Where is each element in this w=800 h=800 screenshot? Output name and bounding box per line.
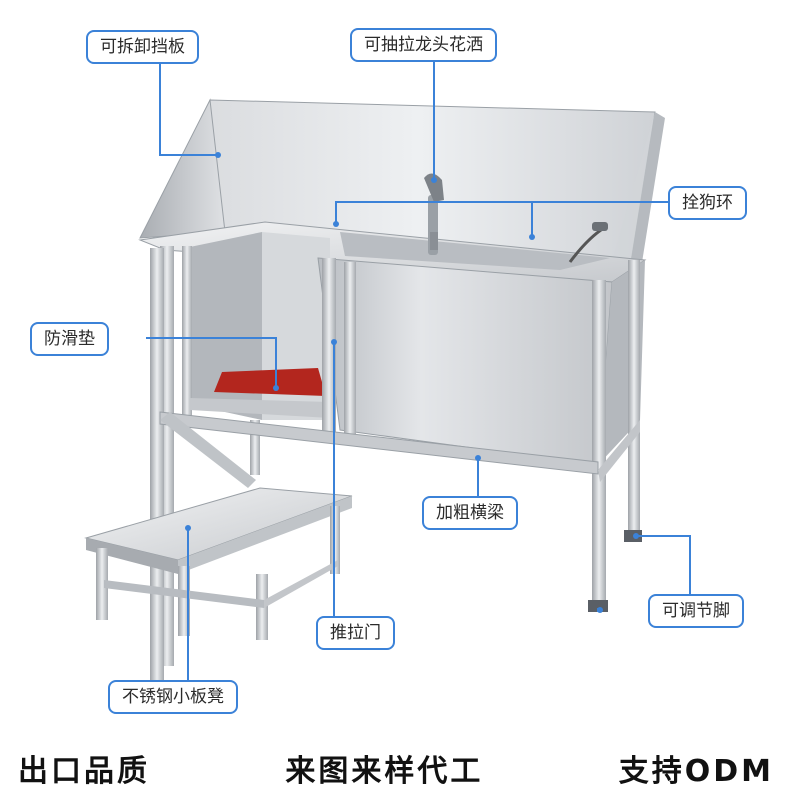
- front-right-leg: [592, 280, 606, 610]
- callout-sliding-door: 推拉门: [316, 616, 395, 650]
- front-left-leg: [150, 248, 164, 690]
- leader-anti-slip-mat: [146, 337, 277, 386]
- footer-slogan-bar: 出口品质 来图来样代工 支持ODM: [0, 736, 800, 800]
- callout-anti-slip-mat: 防滑垫: [30, 322, 109, 356]
- callout-removable-panel: 可拆卸挡板: [86, 30, 199, 64]
- slogan-odm-support: 支持ODM: [618, 754, 774, 789]
- callout-dog-tie-ring: 拴狗环: [668, 186, 747, 220]
- anti-slip-mat-shape: [214, 368, 326, 396]
- stainless-stool-shape: [84, 487, 353, 640]
- callout-stainless-stool: 不锈钢小板凳: [108, 680, 238, 714]
- slogan-custom-oem: 来图来样代工: [285, 754, 484, 789]
- leader-removable-panel: [159, 62, 218, 156]
- leader-dog-tie-ring: [335, 201, 668, 222]
- callout-leader-dots: [185, 152, 639, 613]
- rear-right-leg: [628, 260, 640, 540]
- callout-pull-out-faucet: 可抽拉龙头花洒: [350, 28, 497, 62]
- sliding-door-panel: [317, 257, 613, 466]
- callout-thick-crossbeam: 加粗横梁: [422, 496, 518, 530]
- pull-out-faucet-shape: [424, 173, 608, 263]
- slogan-export-quality: 出口品质: [18, 754, 150, 789]
- callout-adjustable-feet: 可调节脚: [648, 594, 744, 628]
- callout-leader-lines: [146, 60, 691, 680]
